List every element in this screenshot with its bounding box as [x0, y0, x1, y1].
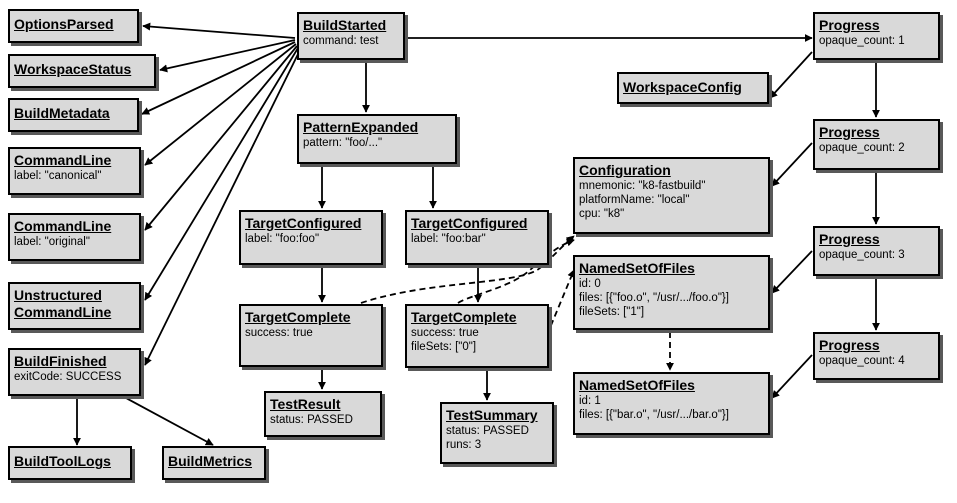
- node-field: status: PASSED: [446, 425, 529, 437]
- node-title-line2: CommandLine: [14, 304, 112, 320]
- node-title: Progress: [819, 17, 880, 33]
- edge-buildstarted-commandline-original: [144, 45, 298, 231]
- node-field: status: PASSED: [270, 414, 353, 426]
- edge-progress1-workspaceconfig: [769, 51, 813, 99]
- node-field: success: true: [245, 327, 313, 339]
- edge-tcomplete-foo-configuration: [360, 235, 575, 304]
- edge-progress2-configuration: [771, 142, 813, 187]
- node-field: id: 1: [579, 395, 601, 407]
- node-named-set-of-files-0: NamedSetOfFiles id: 0 files: [{"foo.o", …: [573, 255, 770, 330]
- node-command-line-canonical: CommandLine label: "canonical": [8, 147, 141, 195]
- node-title: BuildStarted: [303, 17, 387, 33]
- node-build-tool-logs: BuildToolLogs: [8, 446, 132, 480]
- node-title: BuildFinished: [14, 353, 107, 369]
- node-field: files: [{"foo.o", "/usr/.../foo.o"}]: [579, 292, 729, 304]
- edge-buildstarted-workspacestatus: [159, 39, 296, 73]
- node-field: opaque_count: 3: [819, 249, 905, 261]
- node-progress-2: Progress opaque_count: 2: [813, 119, 940, 170]
- node-build-metadata: BuildMetadata: [8, 98, 139, 132]
- node-options-parsed: OptionsParsed: [8, 9, 139, 43]
- node-title: TargetConfigured: [411, 215, 528, 231]
- node-field: runs: 3: [446, 439, 482, 451]
- node-field: exitCode: SUCCESS: [14, 371, 122, 383]
- node-title: BuildMetadata: [14, 105, 110, 121]
- edge-buildstarted-commandline-canonical: [144, 43, 297, 166]
- node-title: OptionsParsed: [14, 16, 114, 32]
- node-field: label: "canonical": [14, 170, 102, 182]
- node-build-finished: BuildFinished exitCode: SUCCESS: [8, 348, 141, 396]
- node-progress-1: Progress opaque_count: 1: [813, 12, 940, 60]
- edge-buildstarted-optionsparsed: [142, 22, 296, 39]
- node-test-result: TestResult status: PASSED: [264, 391, 382, 437]
- node-field: fileSets: ["0"]: [411, 341, 477, 353]
- node-title: TestSummary: [446, 407, 538, 423]
- node-field: platformName: "local": [579, 194, 690, 206]
- node-title: WorkspaceStatus: [14, 61, 132, 77]
- node-field: pattern: "foo/...": [303, 137, 383, 149]
- node-progress-3: Progress opaque_count: 3: [813, 226, 940, 276]
- node-field: cpu: "k8": [579, 208, 625, 220]
- node-title: TestResult: [270, 396, 341, 412]
- node-title: Progress: [819, 231, 880, 247]
- node-configuration: Configuration mnemonic: "k8-fastbuild" p…: [573, 157, 770, 234]
- node-field: opaque_count: 4: [819, 355, 905, 367]
- node-title: WorkspaceConfig: [623, 79, 742, 95]
- node-title: Progress: [819, 124, 880, 140]
- node-field: label: "foo:bar": [411, 233, 486, 245]
- edge-progress4-namedset1: [771, 354, 813, 399]
- node-title-line1: Unstructured: [14, 287, 102, 303]
- node-field: label: "foo:foo": [245, 233, 320, 245]
- node-title: TargetComplete: [411, 309, 517, 325]
- node-title: Configuration: [579, 162, 671, 178]
- node-field: success: true: [411, 327, 479, 339]
- node-target-configured-foo: TargetConfigured label: "foo:foo": [239, 210, 383, 265]
- node-title: CommandLine: [14, 152, 112, 168]
- node-target-complete-foo: TargetComplete success: true: [239, 304, 383, 367]
- node-unstructured-command-line: Unstructured CommandLine: [8, 282, 141, 330]
- node-field: id: 0: [579, 278, 601, 290]
- node-title: BuildToolLogs: [14, 453, 111, 469]
- edge-tcomplete-bar-namedset0: [546, 269, 575, 336]
- node-title: BuildMetrics: [168, 453, 253, 469]
- edge-buildfinished-buildmetrics: [125, 397, 214, 446]
- node-progress-4: Progress opaque_count: 4: [813, 332, 940, 380]
- node-field: label: "original": [14, 236, 90, 248]
- node-target-configured-bar: TargetConfigured label: "foo:bar": [405, 210, 549, 265]
- node-workspace-config: WorkspaceConfig: [617, 72, 769, 104]
- node-title: NamedSetOfFiles: [579, 377, 695, 393]
- node-title: CommandLine: [14, 218, 112, 234]
- edge-progress3-namedset0: [771, 250, 813, 294]
- node-named-set-of-files-1: NamedSetOfFiles id: 1 files: [{"bar.o", …: [573, 372, 770, 435]
- node-field: fileSets: ["1"]: [579, 306, 645, 318]
- edge-buildstarted-buildfinished: [144, 49, 301, 366]
- node-pattern-expanded: PatternExpanded pattern: "foo/...": [297, 114, 457, 164]
- node-field: files: [{"bar.o", "/usr/.../bar.o"}]: [579, 409, 729, 421]
- node-field: opaque_count: 1: [819, 35, 905, 47]
- node-target-complete-bar: TargetComplete success: true fileSets: […: [405, 304, 549, 368]
- node-test-summary: TestSummary status: PASSED runs: 3: [440, 402, 554, 464]
- node-title: PatternExpanded: [303, 119, 419, 135]
- node-title: Progress: [819, 337, 880, 353]
- node-build-started: BuildStarted command: test: [297, 12, 405, 60]
- node-title: NamedSetOfFiles: [579, 260, 695, 276]
- edge-buildstarted-buildmetadata: [141, 41, 296, 115]
- edge-buildstarted-unstructured: [144, 47, 299, 301]
- node-title: TargetConfigured: [245, 215, 362, 231]
- node-field: mnemonic: "k8-fastbuild": [579, 180, 706, 192]
- node-build-metrics: BuildMetrics: [162, 446, 266, 480]
- node-field: opaque_count: 2: [819, 142, 905, 154]
- node-field: command: test: [303, 35, 379, 47]
- node-workspace-status: WorkspaceStatus: [8, 54, 156, 88]
- node-command-line-original: CommandLine label: "original": [8, 213, 141, 261]
- node-title: TargetComplete: [245, 309, 351, 325]
